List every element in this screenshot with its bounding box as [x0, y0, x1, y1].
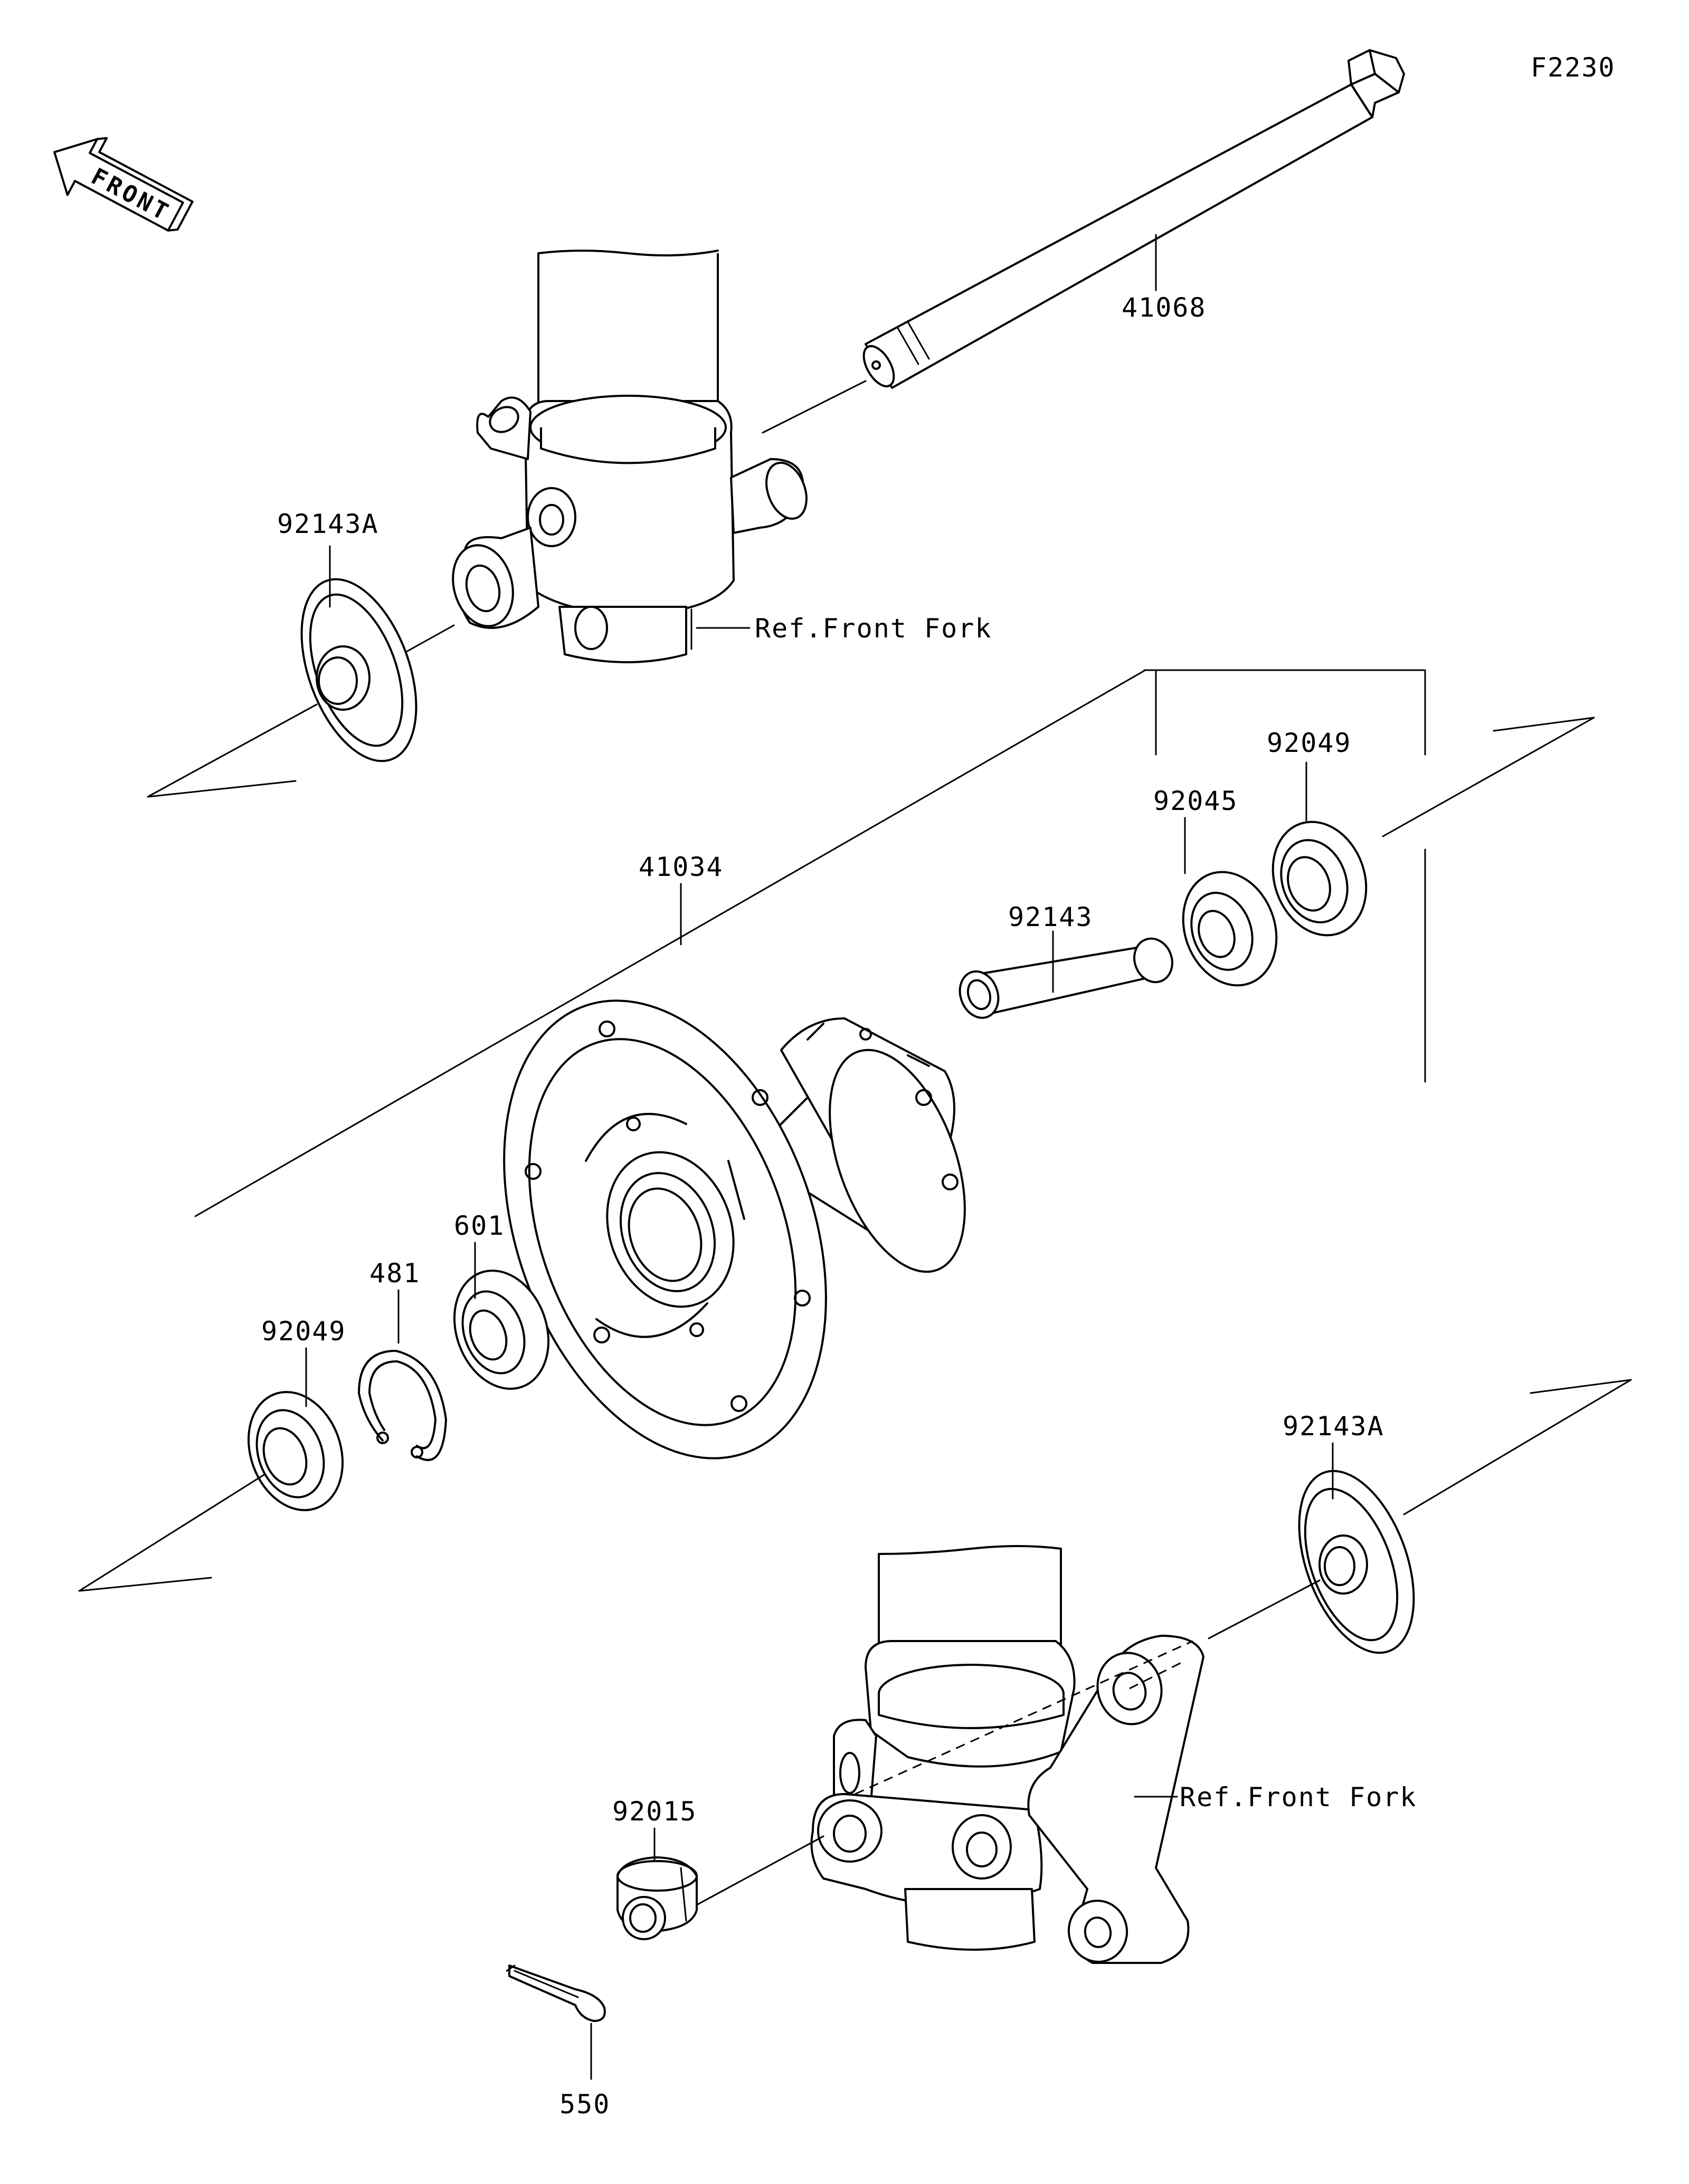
bearing-left [453, 1270, 550, 1390]
oil-seal-left [247, 1391, 344, 1511]
label-axle: 41068 [1122, 292, 1207, 323]
axle-shaft [862, 49, 1405, 389]
label-collar-bottom: 92143A [1283, 1411, 1384, 1442]
collar-upper [300, 578, 417, 762]
label-hub: 41034 [639, 852, 724, 882]
label-spacer: 92143 [1008, 902, 1093, 932]
diagram-code: F2230 [1531, 52, 1616, 83]
label-circlip: 481 [369, 1258, 420, 1289]
front-fork-upper [452, 250, 808, 663]
label-collar-top: 92143A [277, 509, 379, 539]
oil-seal-right [1272, 821, 1368, 937]
collar-lower [1298, 1470, 1415, 1654]
cotter-pin [506, 1964, 606, 2022]
label-cotter-pin: 550 [559, 2089, 610, 2120]
label-seal-left: 92049 [261, 1316, 346, 1347]
axle-nut [616, 1856, 698, 1940]
label-seal-right: 92049 [1267, 728, 1352, 758]
label-ref-fork-bottom: Ref.Front Fork [1180, 1782, 1417, 1813]
label-bearing-left: 601 [454, 1210, 505, 1241]
front-arrow-icon: FRONT [53, 137, 194, 232]
label-nut: 92015 [612, 1796, 697, 1827]
front-fork-lower [810, 1545, 1204, 1964]
wheel-hub [503, 999, 966, 1460]
bearing-right [1182, 871, 1278, 987]
label-ref-fork-top: Ref.Front Fork [755, 613, 992, 644]
circlip [358, 1350, 447, 1461]
spacer-tube [959, 937, 1173, 1019]
hub-assembly-box [1143, 669, 1157, 756]
label-bearing-right: 92045 [1153, 786, 1238, 816]
